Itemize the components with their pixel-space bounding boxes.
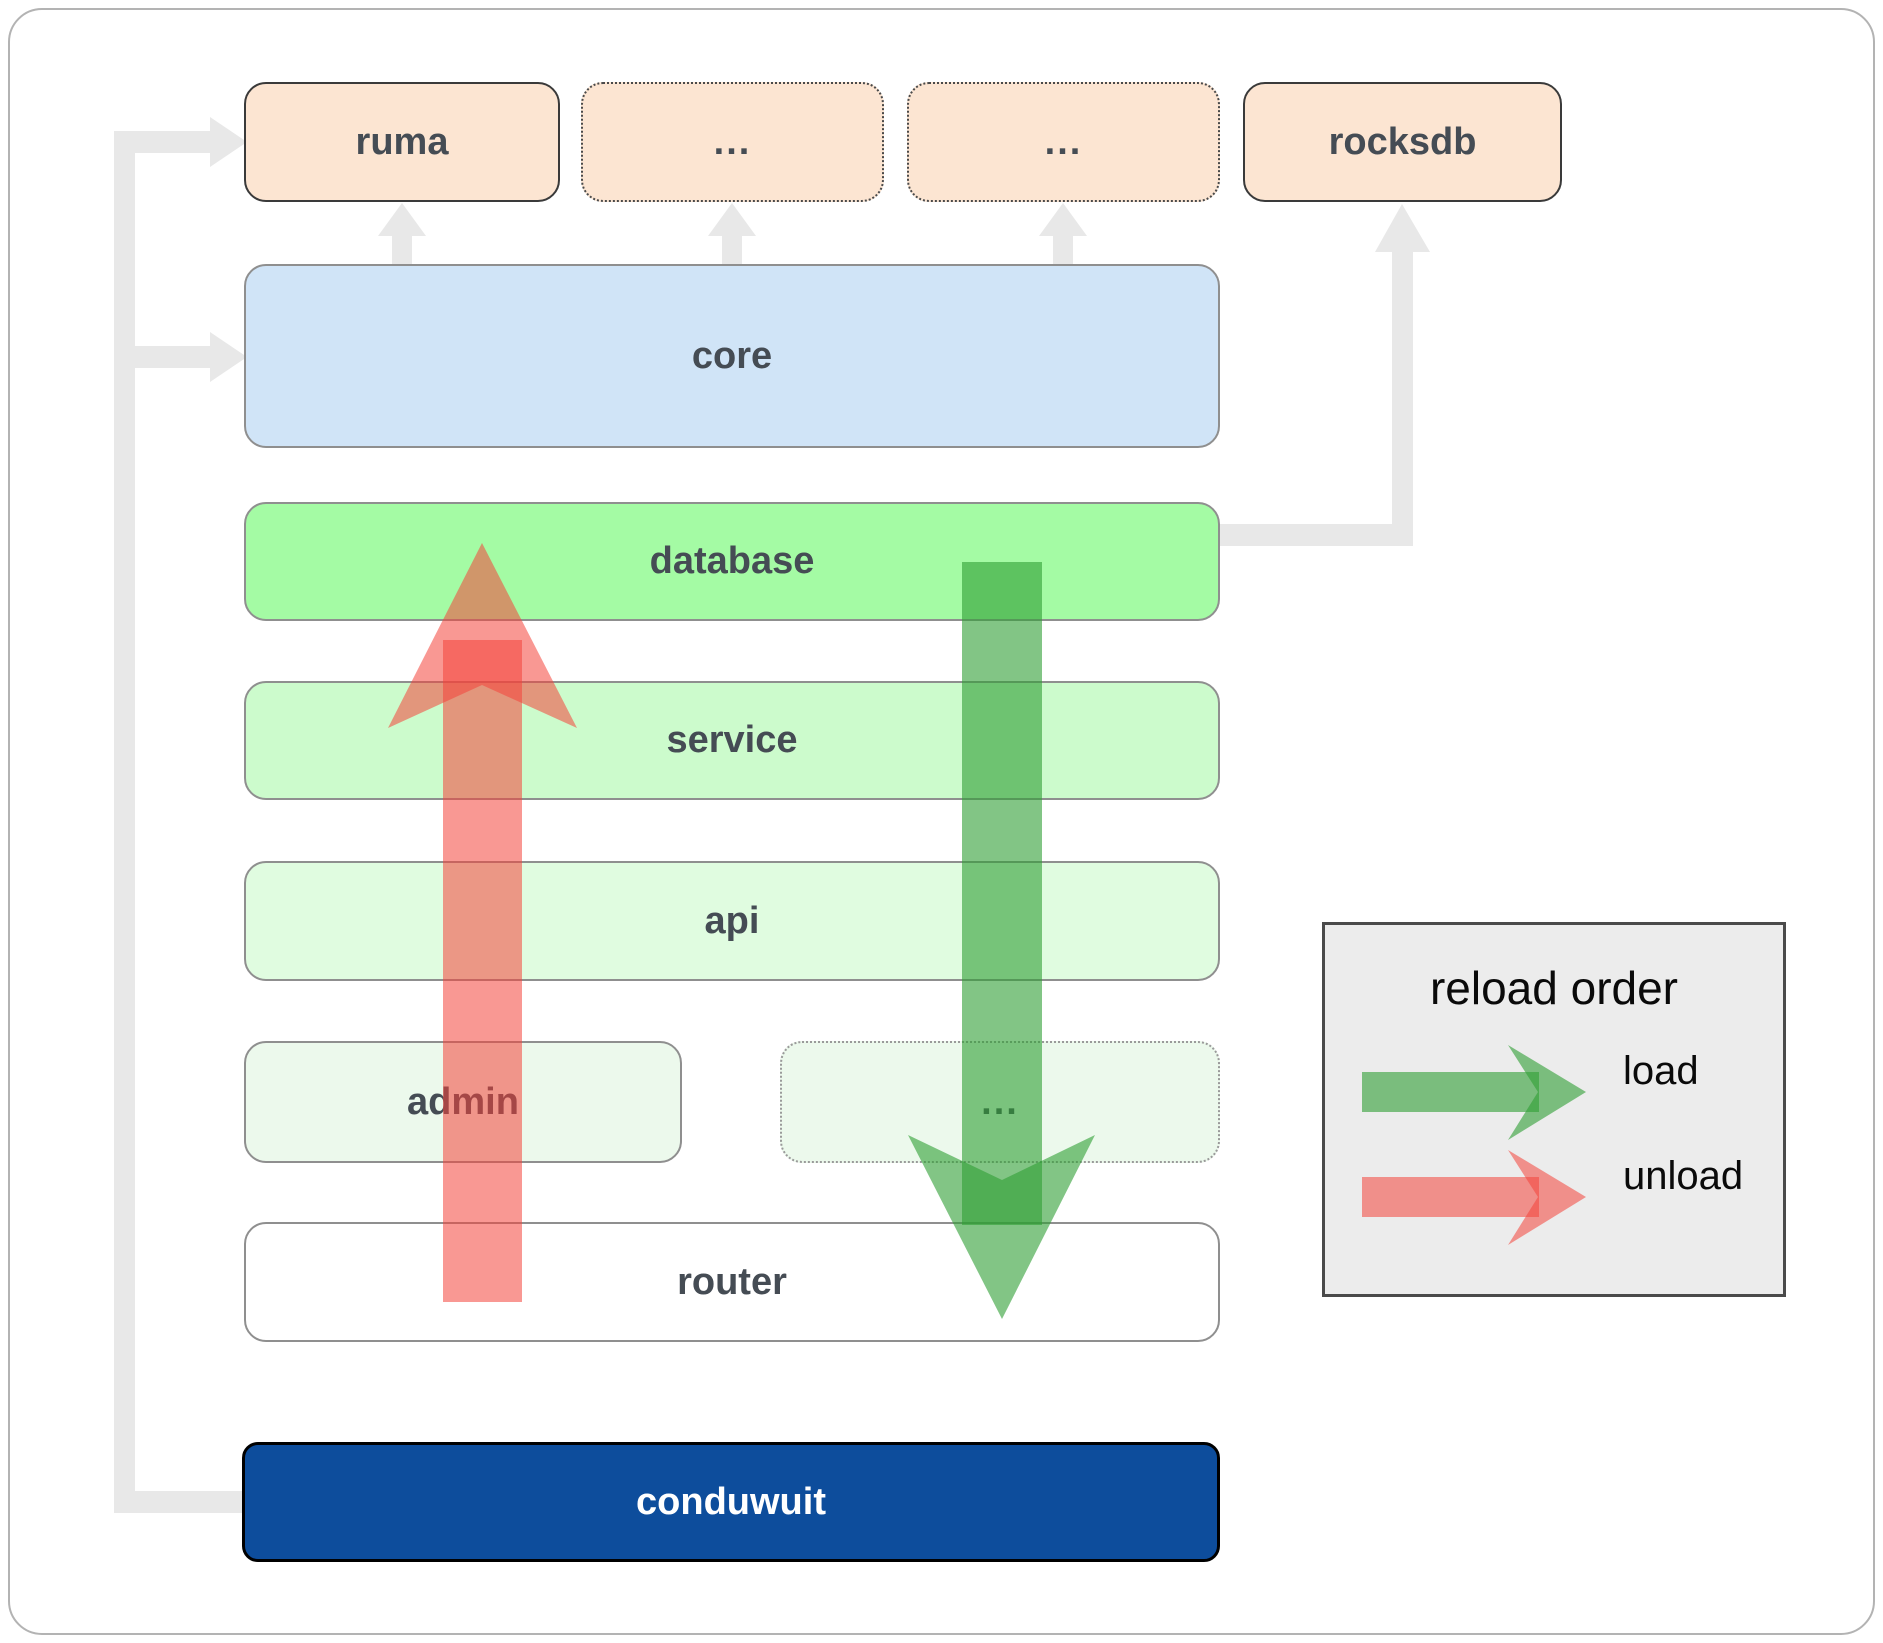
legend-unload-label: unload <box>1623 1154 1744 1198</box>
box-module-b-label: ... <box>1044 120 1083 163</box>
box-module-a: ... <box>581 82 884 202</box>
legend: reload order load unload <box>1322 922 1786 1297</box>
box-conduwuit-label: conduwuit <box>636 1480 826 1523</box>
box-admin-label: admin <box>407 1080 519 1123</box>
box-router-label: router <box>677 1260 787 1303</box>
box-admin: admin <box>244 1041 682 1163</box>
legend-load-label: load <box>1623 1049 1699 1093</box>
box-core: core <box>244 264 1220 448</box>
box-module-a-label: ... <box>713 120 752 163</box>
box-conduwuit: conduwuit <box>242 1442 1220 1562</box>
box-module-c: ... <box>780 1041 1220 1163</box>
box-api: api <box>244 861 1220 981</box>
box-ruma: ruma <box>244 82 560 202</box>
box-service: service <box>244 681 1220 800</box>
box-api-label: api <box>704 899 760 942</box>
legend-title: reload order <box>1429 962 1679 1014</box>
diagram-frame <box>8 8 1875 1635</box>
box-router: router <box>244 1222 1220 1342</box>
box-service-label: service <box>666 719 798 761</box>
box-database: database <box>244 502 1220 621</box>
box-module-b: ... <box>907 82 1220 202</box>
box-module-c-label: ... <box>981 1080 1019 1123</box>
box-rocksdb: rocksdb <box>1243 82 1562 202</box>
box-rocksdb-label: rocksdb <box>1328 120 1477 163</box>
box-database-label: database <box>649 540 815 582</box>
box-ruma-label: ruma <box>355 120 449 163</box>
box-core-label: core <box>691 334 773 377</box>
